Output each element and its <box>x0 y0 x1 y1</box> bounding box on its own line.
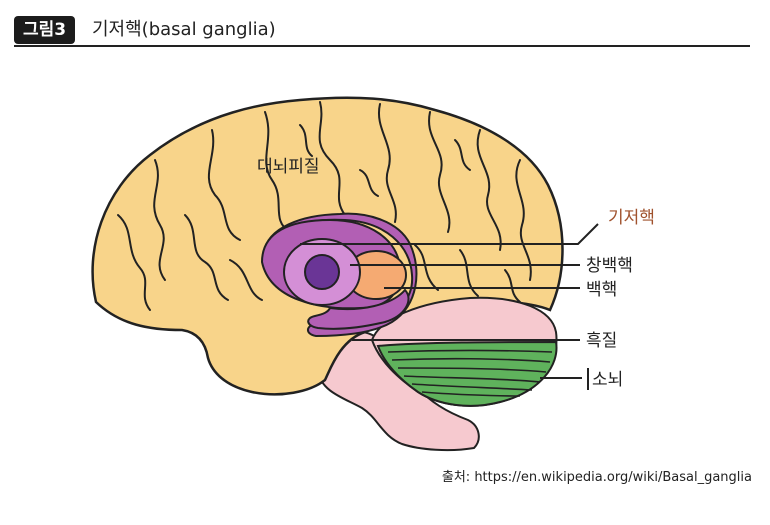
leader-lines <box>300 223 599 390</box>
pallidus-inner <box>304 254 340 290</box>
label-cortex: 대뇌피질 <box>257 157 320 177</box>
figure-number-badge: 그림3 <box>14 16 76 44</box>
label-cerebellum: 소뇌 <box>592 370 623 390</box>
figure-header: 그림3 기저핵(basal ganglia) <box>14 14 750 48</box>
cerebellum-lines <box>387 349 553 397</box>
caudate-tail <box>307 288 410 330</box>
label-putamen: 백핵 <box>586 280 617 300</box>
source-citation: 출처: https://en.wikipedia.org/wiki/Basal_… <box>441 470 752 485</box>
label-substantia-nigra: 흑질 <box>586 331 617 351</box>
brain-folds <box>117 101 532 311</box>
cerebellum-folia <box>376 340 558 407</box>
label-basal-ganglia: 기저핵 <box>608 208 655 228</box>
header-rule <box>14 45 750 47</box>
figure-title: 기저핵(basal ganglia) <box>92 19 276 40</box>
label-caudate: 창백핵 <box>586 256 633 276</box>
